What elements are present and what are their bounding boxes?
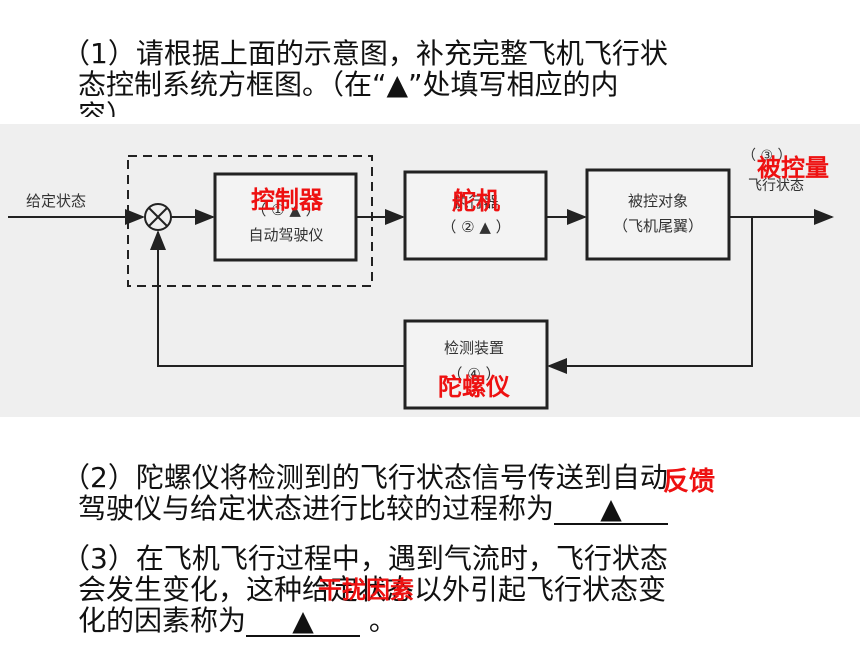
detector-block [403,319,549,410]
controlled-object-line-2: （飞机尾翼） [613,217,703,235]
question-2: （2）陀螺仪将检测到的飞行状态信号传送到自动 驾驶仪与给定状态进行比较的过程称为… [62,462,802,525]
actuator-block-line-2: （ ② ▲ ） [441,218,510,236]
question-3-line-3: 化的因素称为▲ 。 [62,605,802,637]
autopilot-block-line-1: （ ① ▲ ） [251,201,320,219]
feedback-arrow-to-detector [547,217,753,374]
answer-detector: 陀螺仪 [438,373,510,401]
answer-actuator: 舵机 [452,187,500,215]
question-1-line-1: （1）请根据上面的示意图，补充完整飞机飞行状 [62,37,668,70]
question-1-line-3: 容） [78,100,135,117]
question-2-line-2-text: 驾驶仪与给定状态进行比较的过程称为 [78,492,555,525]
controlled-object-line-1: 被控对象 [628,192,688,210]
controlled-object-block [585,168,731,261]
output-label-line-2: 飞行状态 [748,178,804,194]
block-diagram-svg: 给定状态 （ ① ▲ ） 自动驾驶仪 执行器 （ ② ▲ ） 被控对象 （飞机尾… [8,148,834,410]
question-3: （3）在飞机飞行过程中，遇到气流时，飞行状态 会发生变化，这种给定状态以外引起飞… [62,543,802,637]
autopilot-block-line-2: 自动驾驶仪 [248,226,323,244]
question-2-line-1: （2）陀螺仪将检测到的飞行状态信号传送到自动 [62,461,668,494]
feedback-arrow-to-junction [150,230,405,367]
summing-junction [144,203,172,231]
control-system-block-diagram: 给定状态 （ ① ▲ ） 自动驾驶仪 执行器 （ ② ▲ ） 被控对象 （飞机尾… [0,124,860,417]
question-1-line-2: 态控制系统方框图。（在“▲”处填写相应的内 [78,68,619,101]
actuator-block-line-1: 执行器 [453,193,498,211]
autopilot-block [213,172,358,262]
answer-feedback: 反馈 [663,467,716,497]
question-3-line-3-text: 化的因素称为 [78,604,247,637]
question-2-blank: ▲ [554,494,669,525]
controller-dashed-boundary [127,155,373,287]
detector-block-line-1: 检测装置 [444,339,504,357]
actuator-block [403,170,548,261]
answer-controller: 控制器 [251,186,323,214]
question-3-line-2: 会发生变化，这种给定状态以外引起飞行状态变 [78,573,667,606]
question-3-line-1: （3）在飞机飞行过程中，遇到气流时，飞行状态 [62,542,668,575]
answer-controlled-variable: 被控量 [757,154,829,182]
input-label: 给定状态 [26,192,86,210]
question-2-line-2: 驾驶仪与给定状态进行比较的过程称为▲ [62,493,802,525]
question-1: （1）请根据上面的示意图，补充完整飞机飞行状 态控制系统方框图。（在“▲”处填写… [62,38,802,117]
question-3-line-3-suffix: 。 [360,604,397,637]
question-3-blank: ▲ [246,606,361,637]
answer-disturbance: 干扰因素 [318,576,414,604]
detector-block-line-2: （ ④ ） [448,365,501,383]
output-label-line-1: （ ③ ） [742,148,791,164]
